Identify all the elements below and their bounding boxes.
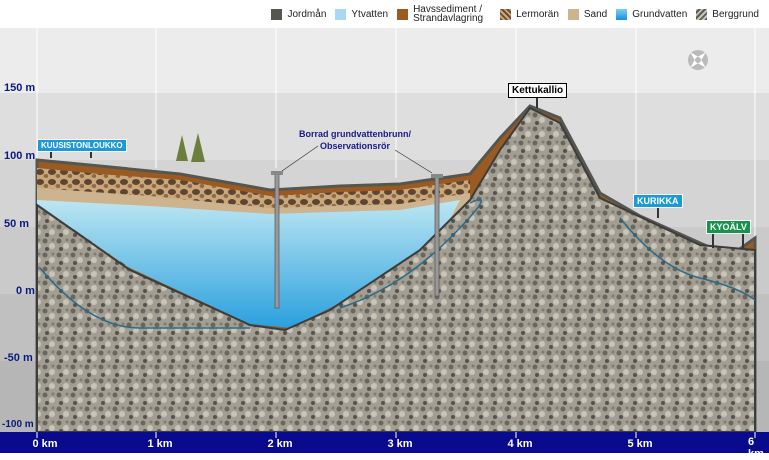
tree-icon <box>176 133 205 162</box>
callout-line2: Observationsrör <box>319 141 391 151</box>
legend-item-sand: Sand <box>567 8 608 20</box>
legend: Jordmån Ytvatten Havssediment / Strandav… <box>0 0 769 28</box>
x-tick-6: 6 km <box>748 436 764 460</box>
y-tick-minus100: -100 m <box>2 419 34 430</box>
legend-label: Sand <box>583 8 608 20</box>
legend-label: Grundvatten <box>632 8 688 20</box>
compass-icon <box>688 50 708 70</box>
legend-item-grundvatten: Grundvatten <box>616 8 688 20</box>
bedrock <box>36 106 756 433</box>
legend-label: Lermorän <box>516 8 559 20</box>
place-label-kettukallio: Kettukallio <box>508 83 568 98</box>
x-axis-bar <box>0 432 769 453</box>
x-tick-2: 2 km <box>267 438 293 450</box>
legend-item-havssediment: Havssediment / Strandavlagring <box>397 4 491 24</box>
place-label-kyoalv: KYOÄLV <box>706 220 751 234</box>
legend-item-berggrund: Berggrund <box>696 8 759 20</box>
y-tick-100: 100 m <box>4 150 36 162</box>
cross-section-diagram <box>0 28 769 453</box>
y-tick-50: 50 m <box>4 218 30 230</box>
x-tick-1: 1 km <box>147 438 173 450</box>
legend-label: Jordmån <box>287 8 327 20</box>
x-tick-0: 0 km <box>32 438 58 450</box>
x-tick-3: 3 km <box>387 438 413 450</box>
y-tick-150: 150 m <box>4 82 36 94</box>
observation-wells <box>271 145 443 309</box>
place-label-kurikka: KURIKKA <box>633 194 683 208</box>
groundwater <box>37 200 460 328</box>
callout-line1: Borrad grundvattenbrunn/ <box>299 129 411 139</box>
well-callout: Borrad grundvattenbrunn/ Observationsrör <box>290 128 420 152</box>
place-label-kuusistonloukko: KUUSISTONLOUKKO <box>37 139 127 152</box>
legend-label: Ytvatten <box>351 8 389 20</box>
y-tick-0: 0 m <box>16 285 35 297</box>
y-tick-minus50: -50 m <box>4 352 33 364</box>
legend-item-lermoran: Lermorän <box>500 8 559 20</box>
legend-label: Havssediment / Strandavlagring <box>413 4 484 24</box>
x-tick-4: 4 km <box>507 438 533 450</box>
x-tick-5: 5 km <box>627 438 653 450</box>
legend-label: Berggrund <box>712 8 759 20</box>
legend-item-jordman: Jordmån <box>271 8 327 20</box>
legend-item-ytvatten: Ytvatten <box>335 8 389 20</box>
